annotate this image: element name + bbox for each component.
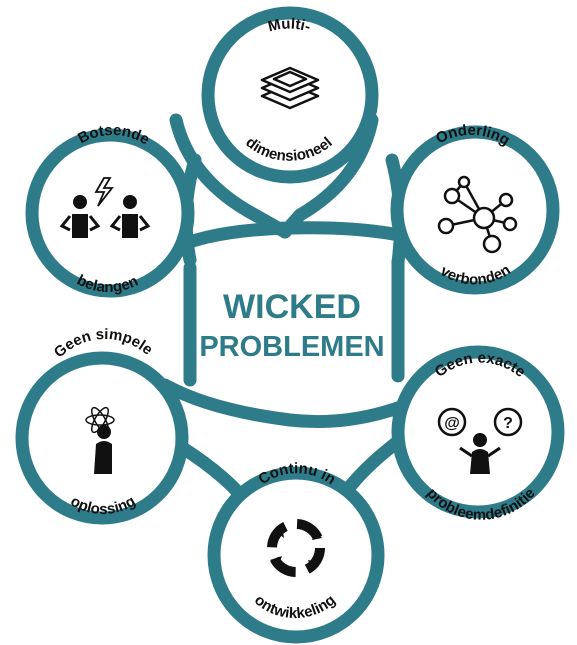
label-multi-top: Multi- [266, 15, 312, 35]
thinking-person-icon [85, 406, 115, 474]
band-lower-cross [158, 378, 437, 429]
node-circle-continu [207, 466, 385, 644]
band-multi-left [169, 113, 292, 239]
cycle-arrows-icon [267, 519, 325, 577]
network-nodes-icon [437, 175, 518, 254]
node-circle-geen-exacte [391, 345, 565, 519]
svg-text:@: @ [444, 415, 460, 432]
conflict-people-icon [59, 177, 151, 238]
node-circle-onderling [390, 125, 560, 295]
title-line2: PROBLEMEN [199, 331, 384, 363]
node-circle-botsende [25, 128, 195, 298]
center-title: WICKED PROBLEMEN [199, 288, 384, 363]
stacked-layers-icon [260, 66, 320, 110]
confused-person-icon: @ ? [437, 407, 523, 474]
svg-text:?: ? [503, 415, 513, 432]
band-upper-cross [163, 221, 427, 257]
title-line1: WICKED [223, 288, 361, 326]
